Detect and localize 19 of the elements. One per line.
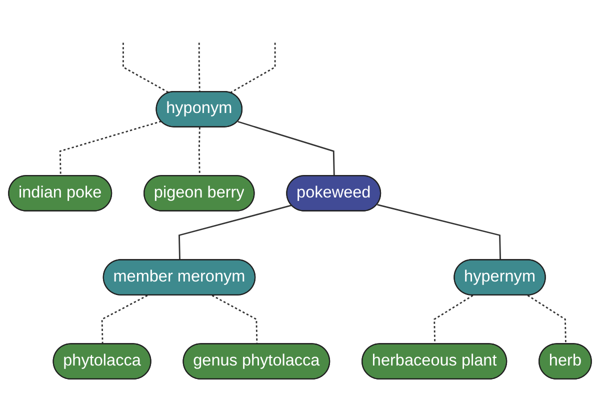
term-node: phytolacca: [52, 343, 152, 380]
term-node: member meronym: [102, 259, 256, 296]
connector-line: [238, 120, 335, 176]
term-node: hyponym: [156, 91, 242, 128]
dashed-connector: [230, 42, 276, 94]
connector-line: [377, 204, 502, 260]
term-node: herb: [538, 343, 592, 380]
connector-line: [178, 204, 292, 260]
dashed-connector: [527, 294, 566, 344]
dashed-connector: [198, 42, 200, 92]
term-node: genus phytolacca: [182, 343, 330, 380]
dashed-connector: [122, 42, 170, 94]
term-node: herbaceous plant: [362, 343, 508, 380]
dashed-connector: [59, 120, 162, 176]
dashed-connector: [101, 294, 148, 344]
term-node: hypernym: [454, 259, 546, 296]
term-node: indian poke: [8, 175, 112, 212]
term-node: pokeweed: [286, 175, 382, 212]
term-node: pigeon berry: [144, 175, 255, 212]
